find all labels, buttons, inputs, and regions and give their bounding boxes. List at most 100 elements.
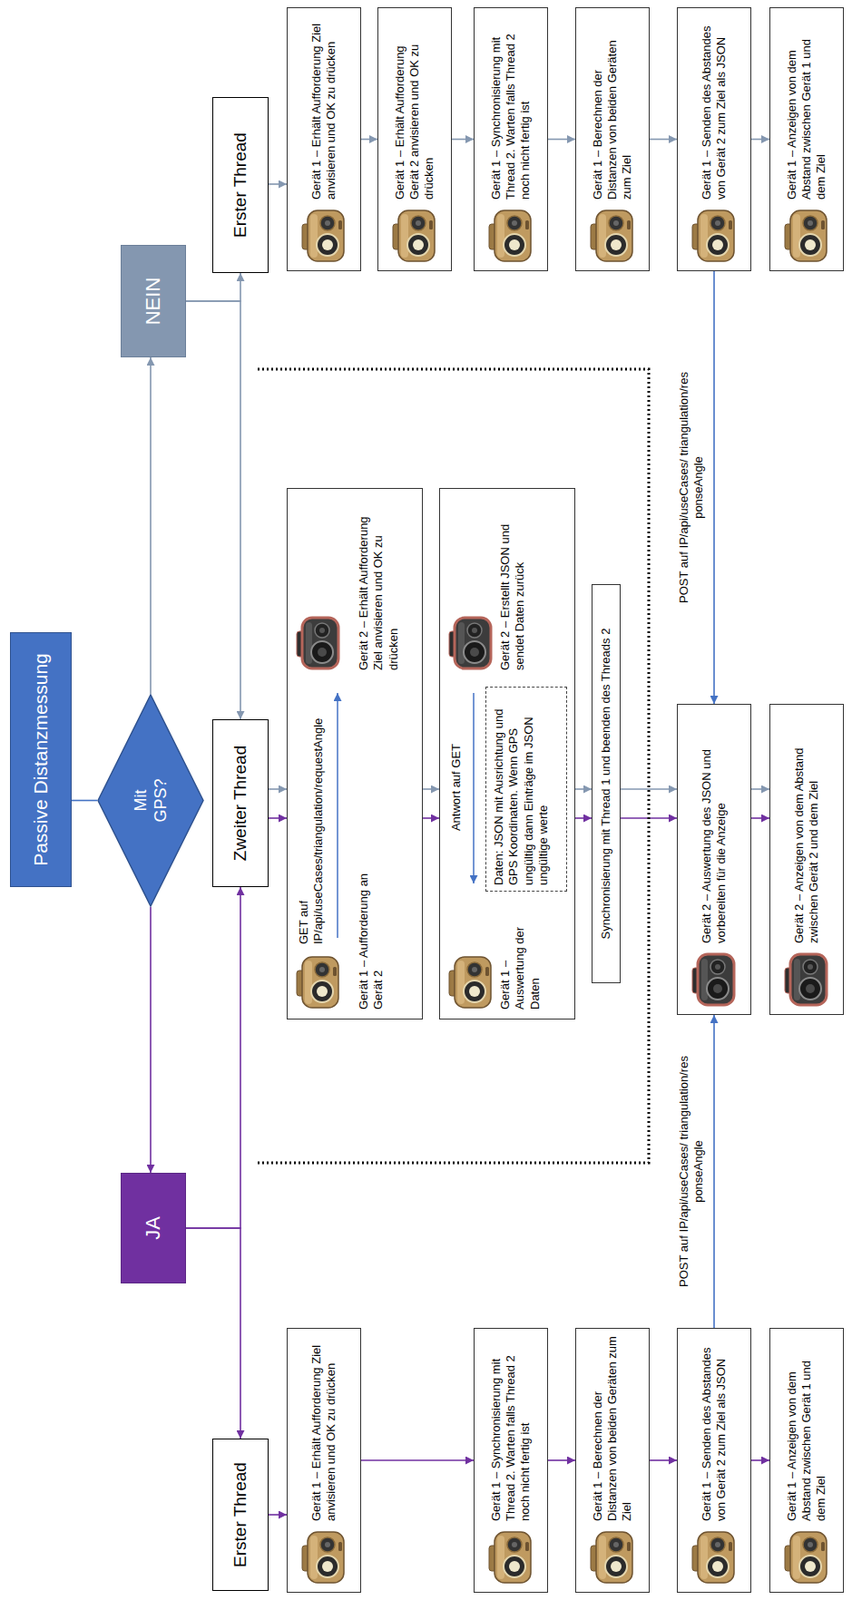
text-slot: Gerät 2 – Erstellt JSON und sendet Daten…	[498, 496, 529, 671]
connector-arrow	[649, 138, 677, 141]
process-box: Gerät 1 – Synchronisierung mit Thread 2.…	[473, 7, 549, 272]
diamond-shape	[97, 695, 204, 907]
node-text: GET auf IP/api/useCases/triangulation/re…	[296, 681, 327, 945]
thread-header: Erster Thread	[212, 97, 269, 274]
text-slot: Gerät 2 – Erhält Aufforderung Ziel anvis…	[356, 496, 402, 671]
process-box: Gerät 2 – Anzeigen von dem Abstand zwisc…	[769, 704, 844, 1016]
exchange-box: GET auf IP/api/useCases/triangulation/re…	[286, 488, 423, 1020]
node-text: JA	[140, 1216, 167, 1241]
edge-label-slot: POST auf IP/api/useCases/ triangulation/…	[676, 1036, 707, 1309]
device-one-icon	[784, 210, 827, 262]
device-one-icon	[489, 210, 531, 262]
device-one-icon	[302, 1532, 344, 1584]
device-one-icon	[590, 1532, 633, 1584]
node-text: Gerät 1 – Erhält Aufforderung Gerät 2 an…	[392, 15, 438, 200]
text-slot: GET auf IP/api/useCases/triangulation/re…	[296, 681, 327, 945]
node-text: Gerät 2 – Anzeigen von dem Abstand zwisc…	[792, 712, 823, 944]
node-text: Gerät 1 – Aufforderung an Gerät 2	[356, 846, 387, 1010]
connector-arrow	[575, 788, 592, 791]
connector-arrow	[268, 788, 287, 791]
title-box: Passive Distanzmessung	[9, 632, 72, 888]
process-box: Gerät 1 – Synchronisierung mit Thread 2.…	[473, 1328, 549, 1594]
process-box: Gerät 1 – Senden des Abstandes von Gerät…	[676, 1328, 752, 1594]
device-one-icon	[692, 210, 735, 262]
node-text: Gerät 1 – Synchronisierung mit Thread 2.…	[489, 15, 534, 200]
device-one-icon	[784, 1532, 827, 1584]
text-slot: Gerät 1 – Aufforderung an Gerät 2	[356, 846, 387, 1010]
connector-arrow	[71, 800, 98, 803]
thread-header: Zweiter Thread	[212, 719, 269, 888]
connector-arrow	[149, 357, 152, 695]
node-text: Gerät 1 – Anzeigen von dem Abstand zwisc…	[784, 1336, 830, 1522]
connector-arrow	[268, 183, 287, 186]
device-one-icon	[449, 957, 491, 1009]
process-box: Gerät 1 – Anzeigen von dem Abstand zwisc…	[769, 7, 844, 272]
device-two-icon	[784, 954, 827, 1006]
edge-label-slot: POST auf IP/api/useCases/ triangulation/…	[676, 352, 707, 625]
node-text: Daten: JSON mit Ausrichtung und GPS Koor…	[491, 693, 551, 886]
connector-arrow	[361, 1459, 474, 1462]
connector-arrow	[268, 817, 287, 820]
device-two-icon	[449, 617, 491, 669]
device-one-icon	[302, 210, 344, 262]
node-text: Antwort auf GET	[449, 692, 464, 883]
sync-bar: Synchronisierung mit Thread 1 und beende…	[591, 584, 621, 984]
connector-arrow	[149, 907, 152, 1174]
device-one-icon	[392, 210, 435, 262]
node-text: Gerät 1 – Anzeigen von dem Abstand zwisc…	[784, 15, 830, 200]
data-box: Daten: JSON mit Ausrichtung und GPS Koor…	[485, 686, 568, 892]
process-box: Gerät 1 – Erhält Aufforderung Ziel anvis…	[286, 1328, 362, 1594]
node-text: NEIN	[140, 277, 167, 326]
thread-header: Erster Thread	[212, 1439, 269, 1592]
exchange-box: Antwort auf GET Gerät 1 – Auswertung der …	[439, 488, 576, 1020]
connector-arrow	[751, 788, 770, 791]
response-arrow	[472, 693, 475, 884]
process-box: Gerät 1 – Senden des Abstandes von Gerät…	[676, 7, 752, 272]
text-slot: Gerät 1 – Auswertung der Daten	[498, 899, 543, 1010]
connector-arrow	[186, 301, 241, 720]
process-box: Gerät 2 – Auswertung des JSON und vorber…	[676, 704, 752, 1016]
connector-arrow	[713, 271, 715, 705]
node-text: Synchronisierung mit Thread 1 und beende…	[598, 628, 614, 941]
device-one-icon	[296, 957, 339, 1009]
request-arrow	[336, 693, 339, 939]
connector-arrow	[422, 817, 440, 820]
connector-arrow	[548, 1459, 576, 1462]
connector-arrow	[575, 817, 592, 820]
node-text: Gerät 2 – Auswertung des JSON und vorber…	[699, 712, 730, 944]
dotted-bracket	[257, 369, 649, 1164]
connector-arrow	[713, 1015, 715, 1329]
branch-box: JA	[120, 1173, 187, 1284]
device-one-icon	[590, 210, 633, 262]
node-text: Passive Distanzmessung	[29, 653, 53, 867]
device-two-icon	[296, 617, 339, 669]
process-box: Gerät 1 – Erhält Aufforderung Ziel anvis…	[286, 7, 362, 272]
connector-arrow	[649, 1459, 677, 1462]
device-one-icon	[489, 1532, 531, 1584]
process-box: Gerät 1 – Berechnen der Distanzen von be…	[575, 1328, 650, 1594]
process-box: Gerät 1 – Anzeigen von dem Abstand zwisc…	[769, 1328, 844, 1594]
node-text: Gerät 1 – Senden des Abstandes von Gerät…	[699, 1336, 730, 1522]
node-text: Mit GPS?	[130, 773, 172, 829]
node-text: Zweiter Thread	[229, 745, 252, 862]
connector-arrow	[751, 138, 770, 141]
connector-arrow	[186, 887, 241, 1229]
connector-arrow	[268, 1514, 287, 1517]
node-text: Gerät 2 – Erhält Aufforderung Ziel anvis…	[356, 496, 402, 671]
node-text: Gerät 1 – Senden des Abstandes von Gerät…	[699, 15, 730, 200]
connector-arrow	[422, 788, 440, 791]
connector-arrow	[620, 788, 677, 791]
text-slot: Antwort auf GET	[449, 692, 464, 883]
node-text: Erster Thread	[229, 1462, 252, 1568]
branch-box: NEIN	[120, 244, 187, 358]
connector-arrow	[548, 138, 576, 141]
node-text: Gerät 1 – Erhält Aufforderung Ziel anvis…	[309, 1336, 340, 1522]
node-text: Gerät 2 – Erstellt JSON und sendet Daten…	[498, 496, 529, 671]
connector-arrow	[361, 138, 378, 141]
diamond-outline	[97, 694, 205, 908]
node-text: Gerät 1 – Berechnen der Distanzen von be…	[590, 15, 636, 200]
process-box: Gerät 1 – Erhält Aufforderung Gerät 2 an…	[377, 7, 452, 272]
connector-arrow	[186, 1228, 241, 1440]
device-two-icon	[692, 954, 735, 1006]
edge-label: POST auf IP/api/useCases/ triangulation/…	[676, 1036, 707, 1309]
